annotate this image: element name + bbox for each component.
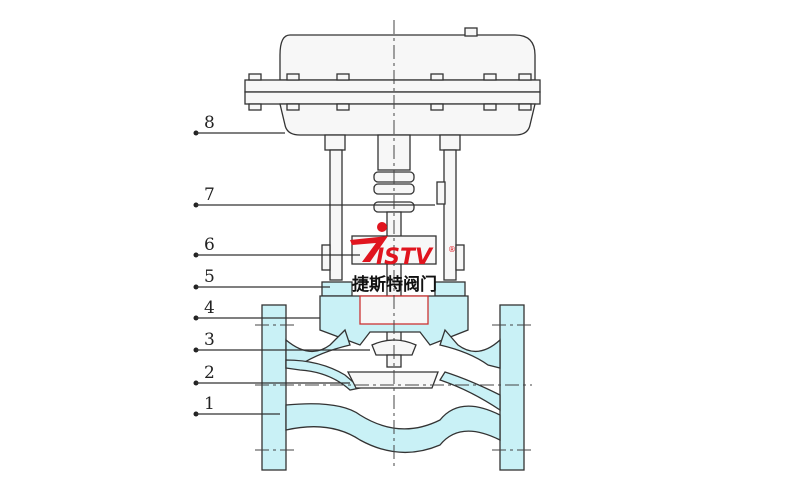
- logo-swoosh: [350, 236, 388, 262]
- part-label-8: 8: [204, 113, 215, 133]
- bolt-icon: [483, 73, 497, 81]
- bolt-icon: [336, 103, 350, 111]
- part-callouts: 1 2 3 4 5 6 7 8: [193, 113, 435, 417]
- bolt-icon: [518, 103, 532, 111]
- part-label-5: 5: [204, 267, 215, 287]
- logo-dot: [377, 222, 387, 232]
- part-label-1: 1: [204, 394, 215, 414]
- part-label-6: 6: [204, 235, 215, 255]
- bolt-icon: [483, 103, 497, 111]
- part-label-3: 3: [204, 330, 215, 350]
- part-label-4: 4: [204, 298, 215, 318]
- logo-mark: ISTV: [376, 245, 434, 270]
- bolt-icon: [248, 73, 262, 81]
- bolt-icon: [430, 103, 444, 111]
- valve-body: [261, 304, 525, 471]
- logo-registered: ®: [448, 245, 456, 254]
- part-label-2: 2: [204, 363, 215, 383]
- bolt-icon: [518, 73, 532, 81]
- bolt-icon: [286, 103, 300, 111]
- bolt-icon: [430, 73, 444, 81]
- yoke-rods: [321, 134, 465, 281]
- bolt-icon: [336, 73, 350, 81]
- actuator-housing: [244, 27, 541, 136]
- bolt-icon: [286, 73, 300, 81]
- istv-logo: ISTV ® 捷斯特阀门: [350, 222, 456, 295]
- bolt-icon: [248, 103, 262, 111]
- logo-name: 捷斯特阀门: [352, 274, 437, 295]
- part-label-7: 7: [204, 185, 215, 205]
